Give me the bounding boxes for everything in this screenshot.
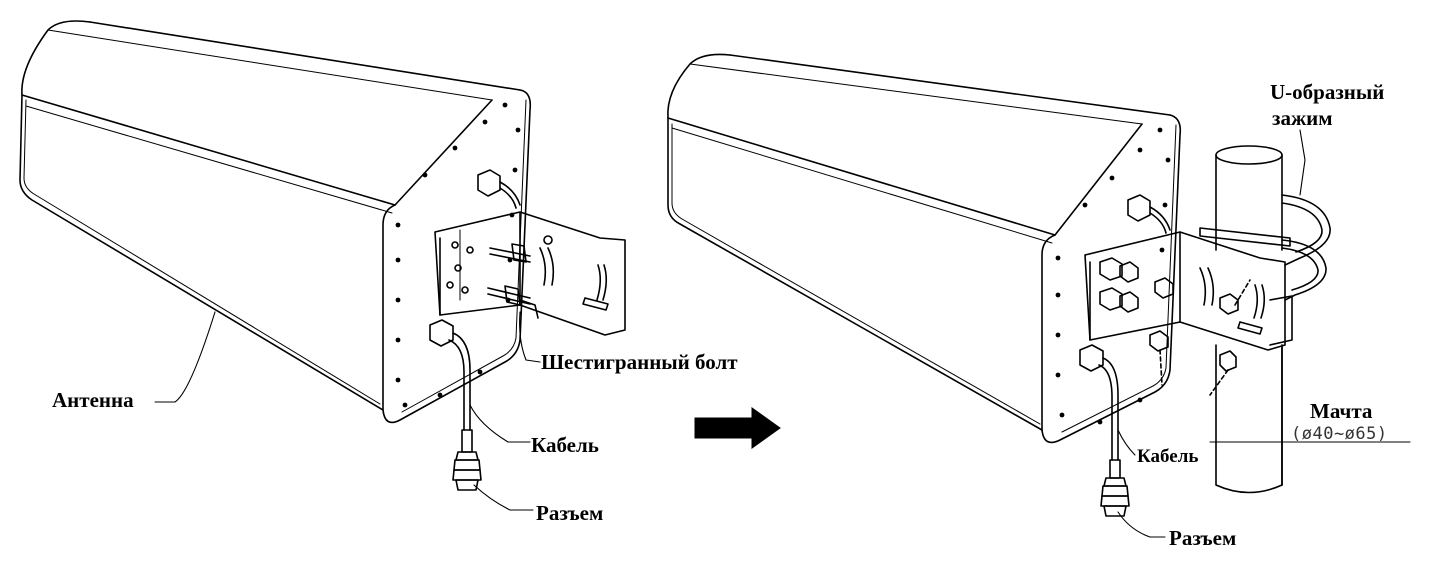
label-hex-bolt: Шестигранный болт xyxy=(541,350,738,374)
left-hex-bolts xyxy=(487,243,539,319)
label-cable-left: Кабель xyxy=(531,433,599,457)
label-connector-left: Разъем xyxy=(536,501,604,525)
right-antenna-screws xyxy=(1055,127,1171,425)
right-cable xyxy=(1079,344,1121,479)
left-cable xyxy=(429,319,473,453)
right-leader-lines xyxy=(1117,129,1411,538)
left-antenna-body xyxy=(19,20,532,424)
left-leader-lines xyxy=(154,311,541,511)
right-top-connector xyxy=(1127,194,1171,234)
label-mast-diameter: (ø40~ø65) xyxy=(1291,424,1388,444)
label-antenna: Антенна xyxy=(52,388,134,412)
left-antenna-screws xyxy=(395,102,521,408)
left-mounting-bracket xyxy=(434,211,626,336)
right-hex-bolts xyxy=(1099,257,1251,396)
right-connector xyxy=(1100,477,1130,517)
left-connector xyxy=(452,451,482,491)
left-top-connector xyxy=(477,169,521,209)
right-arrow-icon xyxy=(694,407,781,449)
label-mast: Мачта xyxy=(1310,399,1373,423)
right-mast xyxy=(1215,145,1283,494)
right-mounting-bracket xyxy=(1084,231,1286,351)
right-antenna-body xyxy=(667,53,1182,444)
label-connector-right: Разъем xyxy=(1169,526,1237,550)
label-u-clamp-line2: зажим xyxy=(1272,106,1333,130)
right-u-clamp xyxy=(1199,194,1331,346)
label-u-clamp-line1: U-образный xyxy=(1270,80,1385,104)
label-cable-right: Кабель xyxy=(1137,446,1199,467)
